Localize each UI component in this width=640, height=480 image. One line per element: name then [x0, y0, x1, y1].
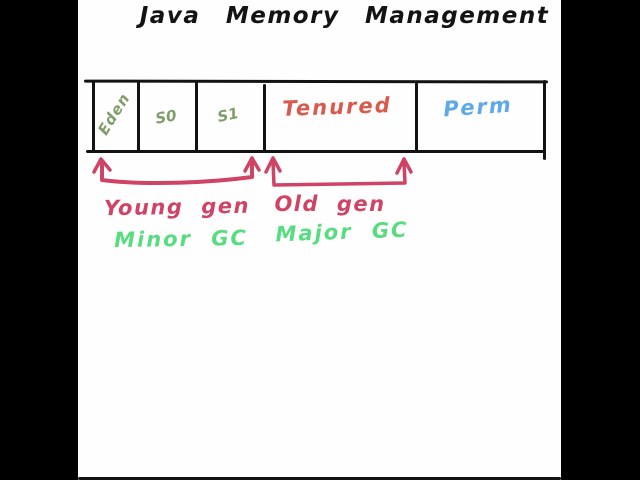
section-label-tenured: Tenured — [281, 93, 393, 121]
frame-bottom-line — [78, 477, 561, 480]
minor-gc-label: Minor GC — [113, 225, 249, 253]
divider-eden-s0 — [137, 82, 140, 152]
divider-s1-tenured — [263, 84, 266, 152]
divider-s0-s1 — [195, 82, 198, 152]
box-right-edge — [543, 80, 546, 160]
box-left-edge — [92, 81, 95, 153]
major-gc-label: Major GC — [275, 217, 409, 247]
old-gen-label: Old gen — [274, 192, 386, 216]
page-title: Java Memory Management — [139, 3, 550, 29]
divider-tenured-perm — [415, 82, 418, 152]
young-gen-label: Young gen — [103, 193, 251, 221]
section-label-perm: Perm — [442, 92, 514, 122]
section-label-s0: S0 — [153, 106, 179, 128]
box-bottom-line — [86, 150, 546, 153]
